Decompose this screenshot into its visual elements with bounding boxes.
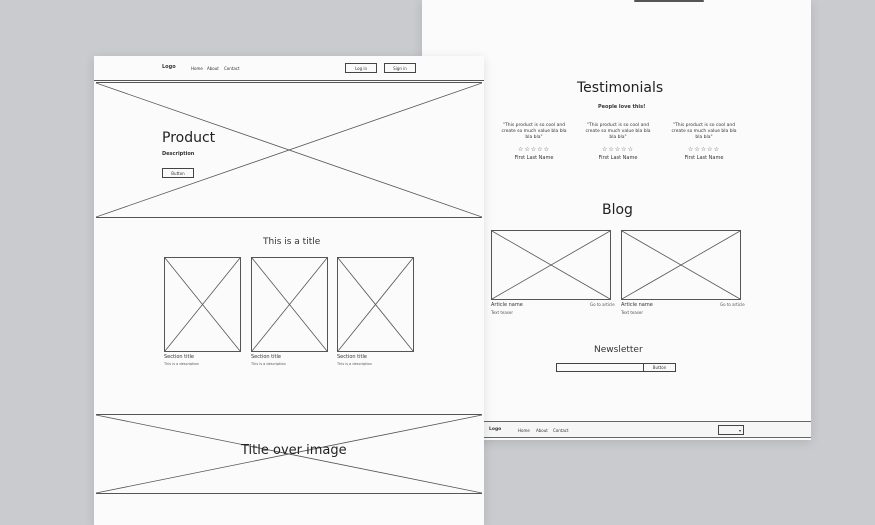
feature-image-placeholder (164, 257, 241, 352)
star-rating[interactable]: ☆☆☆☆☆ (518, 146, 550, 153)
login-button[interactable]: Log in (345, 63, 377, 73)
footer-nav-contact[interactable]: Contact (553, 428, 569, 433)
top-divider (634, 0, 704, 2)
blog-title: Blog (602, 202, 633, 218)
testimonial-name: First Last Name (514, 155, 554, 161)
star-rating[interactable]: ☆☆☆☆☆ (602, 146, 634, 153)
header-divider (94, 80, 484, 81)
article-image-placeholder[interactable] (621, 230, 741, 300)
article-name[interactable]: Article name (621, 302, 653, 308)
footer-select[interactable]: ▾ (718, 425, 744, 435)
banner-image-placeholder (96, 414, 482, 494)
article-name[interactable]: Article name (491, 302, 523, 308)
feature-title: Section title (337, 354, 367, 360)
feature-description: This is a description (251, 362, 286, 366)
article-teaser: Text teaser (491, 310, 514, 315)
newsletter-email-input[interactable] (556, 363, 644, 372)
testimonials-title: Testimonials (577, 80, 664, 96)
header-logo[interactable]: Logo (162, 64, 176, 70)
hero-image-placeholder (96, 82, 482, 218)
wireframe-page-secondary: Testimonials People love this! "This pro… (422, 0, 811, 440)
footer-nav-about[interactable]: About (536, 428, 548, 433)
newsletter-button[interactable]: Button (643, 363, 676, 372)
article-teaser: Text teaser (621, 310, 644, 315)
footer-nav-home[interactable]: Home (518, 428, 530, 433)
newsletter-title: Newsletter (594, 345, 643, 355)
wireframe-page-main: Logo Home About Contact Log in Sign in P… (94, 56, 484, 525)
testimonial-quote: "This product is so cool and create so m… (671, 123, 737, 140)
feature-description: This is a description (337, 362, 372, 366)
nav-about[interactable]: About (207, 66, 219, 71)
feature-image-placeholder (337, 257, 414, 352)
signin-button[interactable]: Sign in (384, 63, 416, 73)
hero-button[interactable]: Button (162, 168, 194, 178)
feature-title: Section title (164, 354, 194, 360)
testimonial-quote: "This product is so cool and create so m… (585, 123, 651, 140)
footer-logo[interactable]: Logo (489, 427, 502, 432)
banner-title: Title over image (241, 443, 347, 458)
footer: Logo Home About Contact ▾ (484, 421, 811, 438)
testimonial-name: First Last Name (684, 155, 724, 161)
article-link[interactable]: Go to article (720, 302, 745, 307)
feature-title: Section title (251, 354, 281, 360)
article-image-placeholder[interactable] (491, 230, 611, 300)
hero-description: Description (162, 151, 195, 157)
nav-contact[interactable]: Contact (224, 66, 240, 71)
testimonial-quote: "This product is so cool and create so m… (501, 123, 567, 140)
nav-home[interactable]: Home (191, 66, 203, 71)
features-title: This is a title (263, 237, 321, 247)
star-rating[interactable]: ☆☆☆☆☆ (688, 146, 720, 153)
feature-image-placeholder (251, 257, 328, 352)
article-link[interactable]: Go to article (590, 302, 615, 307)
feature-description: This is a description (164, 362, 199, 366)
testimonial-name: First Last Name (598, 155, 638, 161)
testimonials-subtitle: People love this! (598, 104, 646, 110)
hero-title: Product (162, 130, 216, 146)
